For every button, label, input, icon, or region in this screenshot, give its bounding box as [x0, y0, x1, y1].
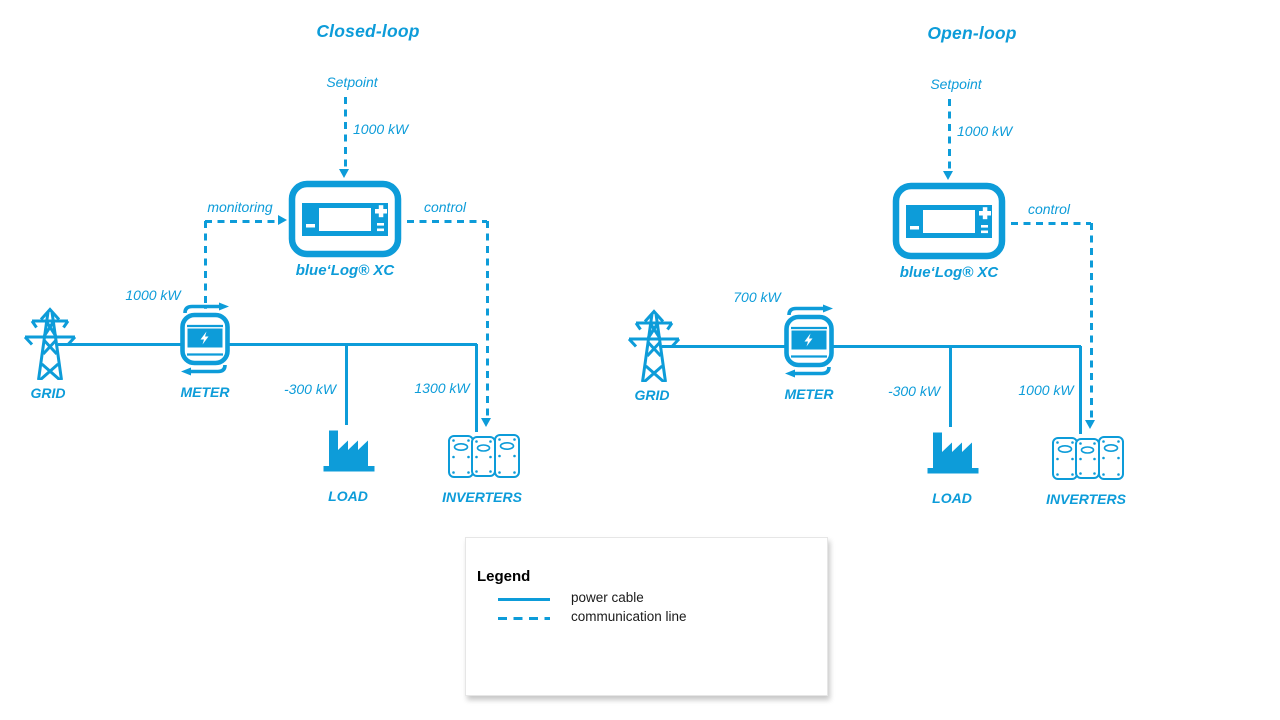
setpoint-value: 1000 kW [957, 123, 1013, 139]
power-cable-inverters [1079, 346, 1082, 434]
communication-line-sample [498, 617, 550, 620]
monitoring-communication-line-vertical [204, 221, 207, 309]
control-label: control [423, 199, 467, 215]
open-loop-title: Open-loop [927, 23, 1017, 43]
control-arrow-icon [1085, 420, 1095, 429]
inverters-icon [447, 429, 521, 486]
setpoint-arrow-icon [943, 171, 953, 180]
control-communication-line [407, 220, 487, 223]
setpoint-arrow-icon [339, 169, 349, 178]
legend-box: Legend power cable communication line [465, 537, 828, 696]
power-cable-main [58, 343, 477, 346]
inverters-power-value: 1000 kW [1018, 382, 1074, 398]
meter-label: METER [784, 386, 834, 402]
control-communication-line-vertical [486, 221, 489, 418]
bluelog-controller-icon [892, 182, 1006, 260]
bluelog-controller-icon [288, 180, 402, 258]
inverters-label: INVERTERS [1046, 491, 1126, 507]
transmission-tower-icon [22, 306, 78, 385]
power-cable-load [949, 346, 952, 427]
setpoint-value: 1000 kW [353, 121, 409, 137]
factory-icon [321, 423, 377, 478]
energy-meter-icon [780, 304, 838, 383]
open-loop-diagram: Open-loop Setpoint 1000 kW blue‘Log® XC … [604, 2, 1164, 542]
setpoint-communication-line [344, 97, 347, 169]
setpoint-communication-line [948, 99, 951, 171]
power-cable-inverters [475, 344, 478, 432]
closed-loop-title: Closed-loop [316, 21, 420, 41]
load-label: LOAD [328, 488, 368, 504]
load-label: LOAD [932, 490, 972, 506]
grid-label: GRID [634, 387, 670, 403]
monitoring-communication-line [205, 220, 279, 223]
transmission-tower-icon [626, 308, 682, 387]
factory-icon [925, 425, 981, 480]
meter-power-value: 1000 kW [125, 287, 181, 303]
grid-label: GRID [30, 385, 66, 401]
setpoint-label: Setpoint [930, 76, 982, 92]
setpoint-label: Setpoint [326, 74, 378, 90]
meter-label: METER [180, 384, 230, 400]
meter-power-value: 700 kW [733, 289, 781, 305]
monitoring-label: monitoring [207, 199, 273, 215]
control-communication-line-vertical [1090, 223, 1093, 420]
load-power-value: -300 kW [283, 381, 337, 397]
controller-label: blue‘Log® XC [899, 264, 999, 281]
legend-title: Legend [477, 568, 531, 585]
inverters-icon [1051, 431, 1125, 488]
legend-item-communication-line: communication line [571, 609, 687, 624]
controller-label: blue‘Log® XC [295, 262, 395, 279]
control-arrow-icon [481, 418, 491, 427]
load-power-value: -300 kW [887, 383, 941, 399]
control-communication-line [1011, 222, 1091, 225]
monitoring-arrow-icon [278, 215, 287, 225]
closed-loop-diagram: Closed-loop Setpoint 1000 kW blue‘Log® X… [0, 0, 560, 540]
control-label: control [1027, 201, 1071, 217]
power-cable-main [662, 345, 1081, 348]
power-cable-load [345, 344, 348, 425]
legend-item-power-cable: power cable [571, 590, 644, 605]
inverters-label: INVERTERS [442, 489, 522, 505]
power-cable-sample-line [498, 598, 550, 601]
energy-meter-icon [176, 302, 234, 381]
inverters-power-value: 1300 kW [414, 380, 470, 396]
